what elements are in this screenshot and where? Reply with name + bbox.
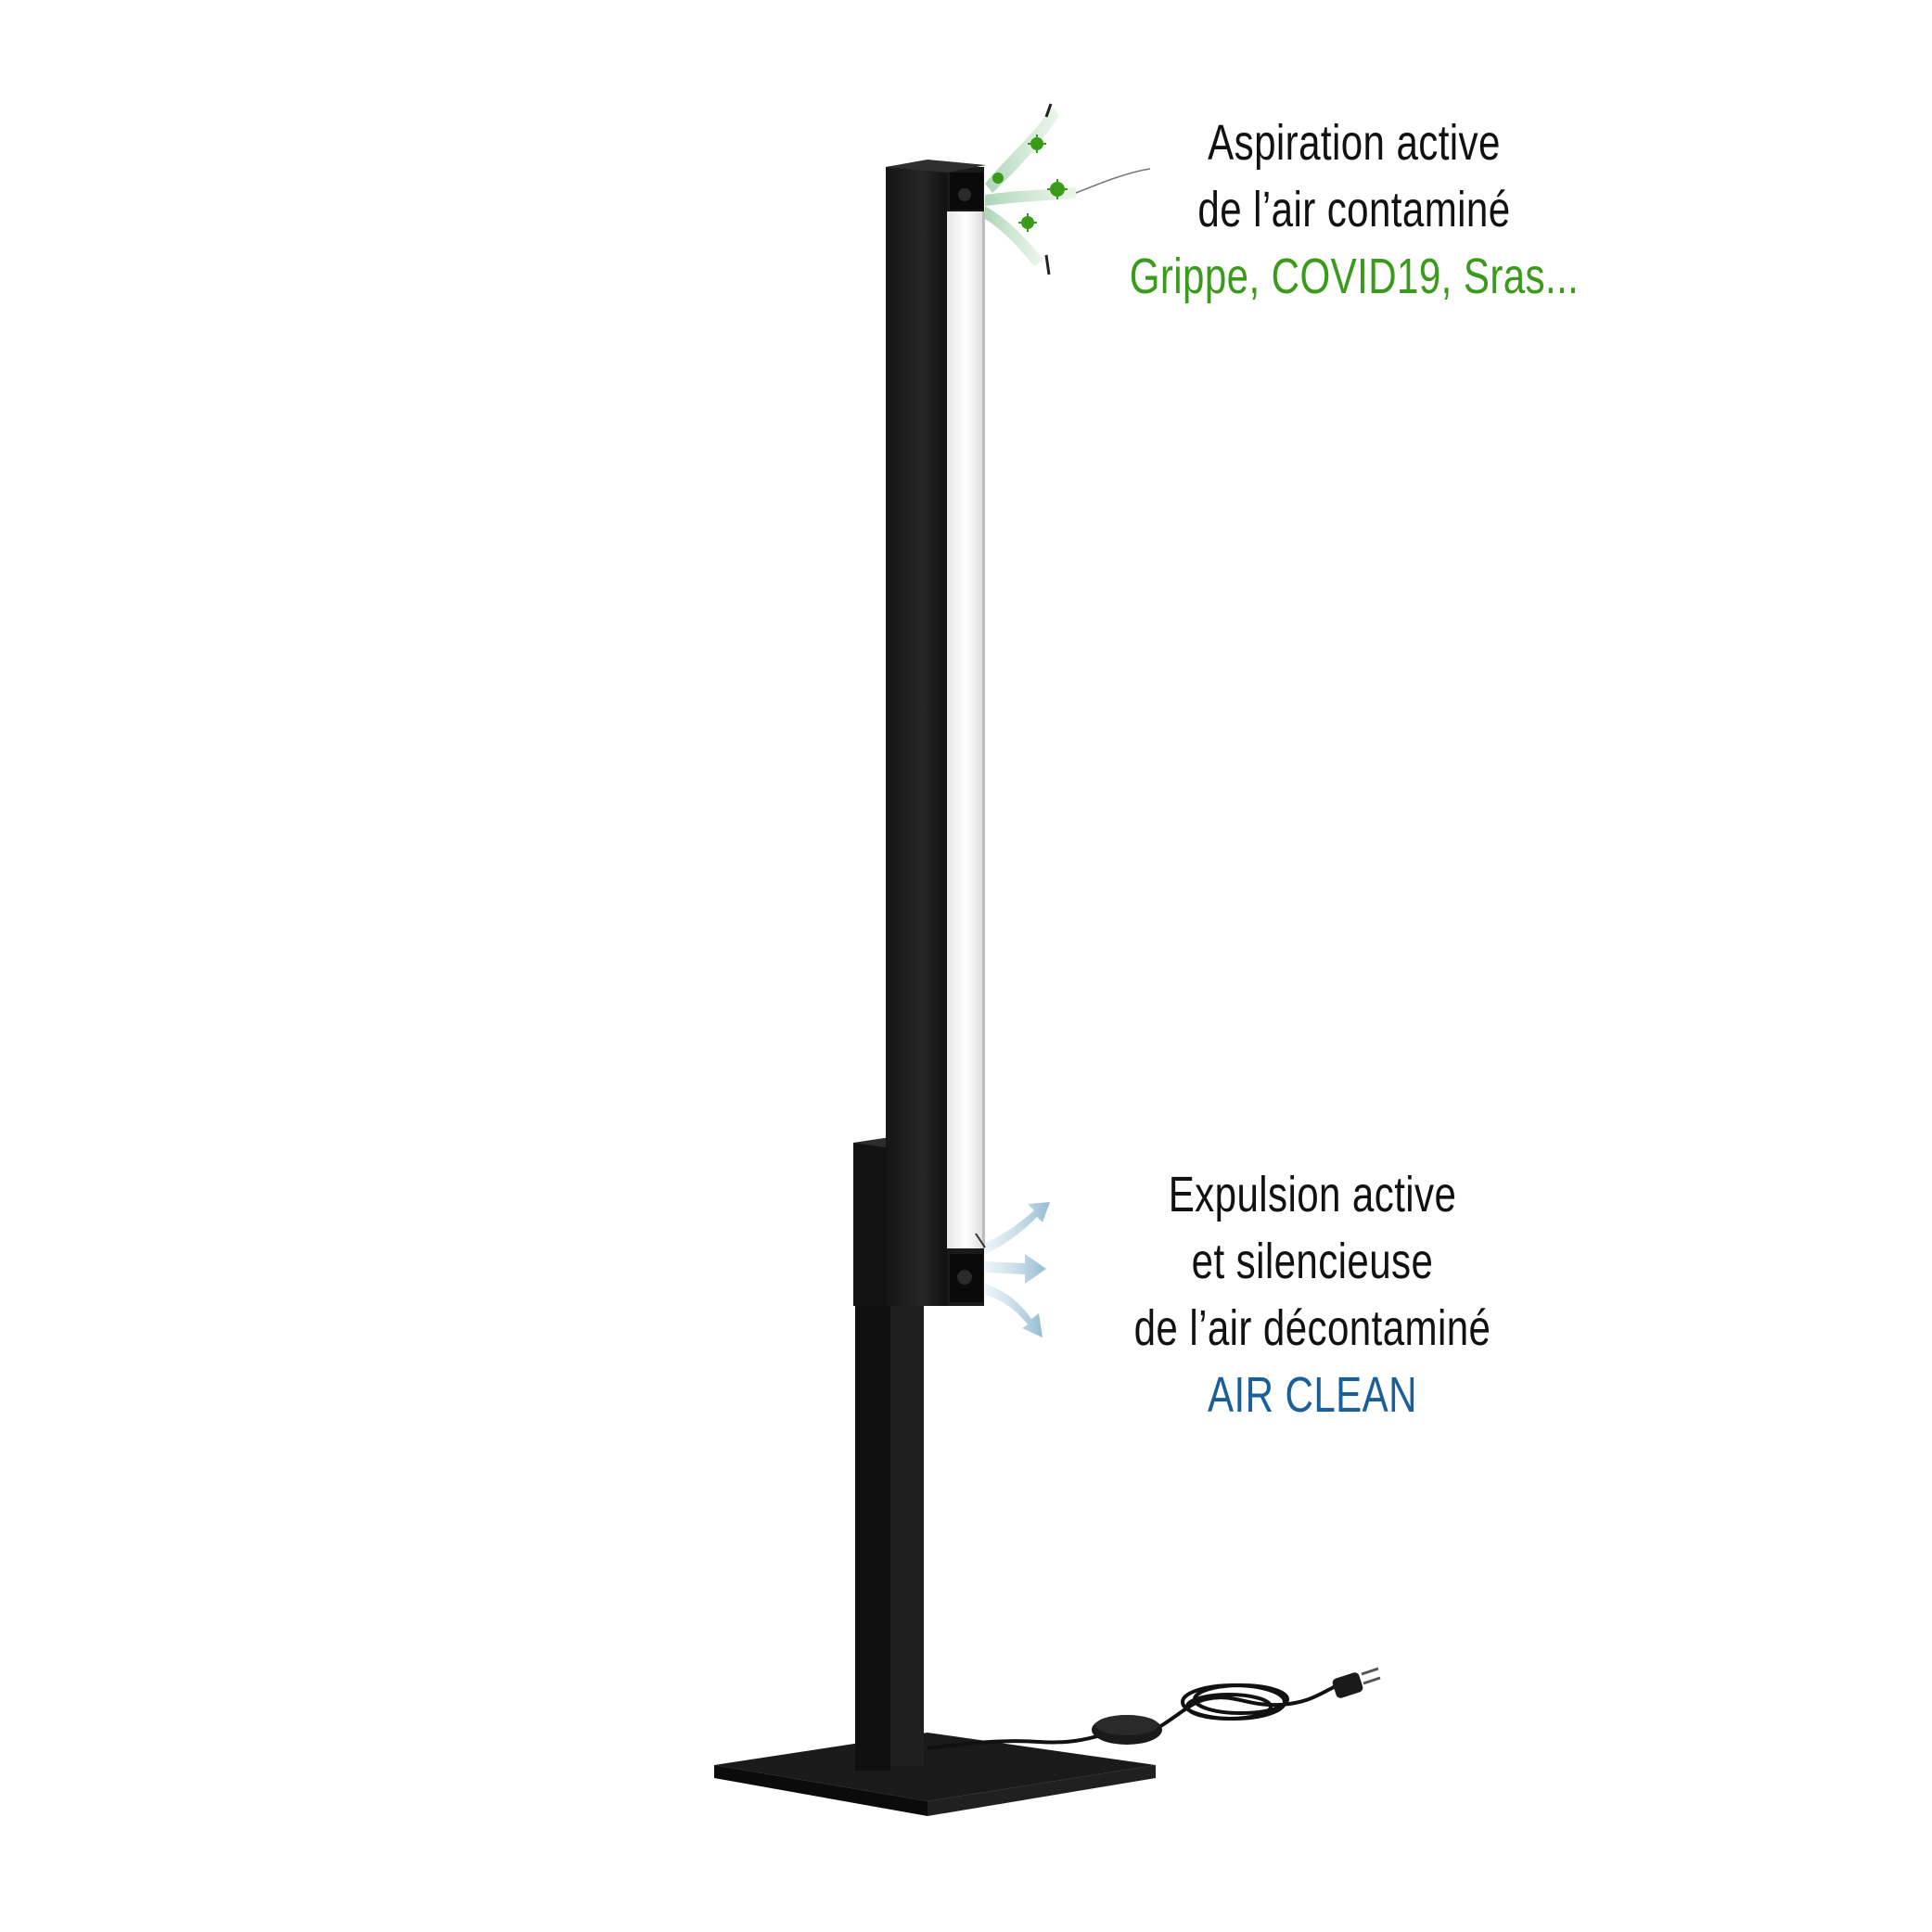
uv-light-panel <box>947 211 984 1248</box>
lamp-base <box>714 1733 1156 1816</box>
intake-callout-highlight: Grippe, COVID19, Sras... <box>1129 249 1580 304</box>
intake-callout-line2: de l’air contaminé <box>1197 182 1511 237</box>
intake-callout: Aspiration active de l’air contaminé Gri… <box>1080 109 1630 310</box>
clean-air-arrow-icon <box>975 1202 1050 1337</box>
intake-callout-line1: Aspiration active <box>1208 115 1501 171</box>
exhaust-callout: Expulsion active et silencieuse de l’air… <box>1038 1161 1588 1428</box>
foot-switch-icon <box>1092 1715 1162 1745</box>
power-plug-icon <box>1332 1667 1381 1698</box>
power-cable <box>927 1683 1337 1750</box>
exhaust-callout-line3: de l’air décontaminé <box>1133 1300 1491 1356</box>
lamp-column <box>886 160 986 1306</box>
virus-particle-icon <box>992 134 1068 232</box>
lamp-stem <box>855 1302 924 1771</box>
exhaust-callout-highlight: AIR CLEAN <box>1208 1367 1417 1423</box>
exhaust-callout-line1: Expulsion active <box>1168 1167 1457 1222</box>
exhaust-callout-line2: et silencieuse <box>1191 1234 1434 1289</box>
